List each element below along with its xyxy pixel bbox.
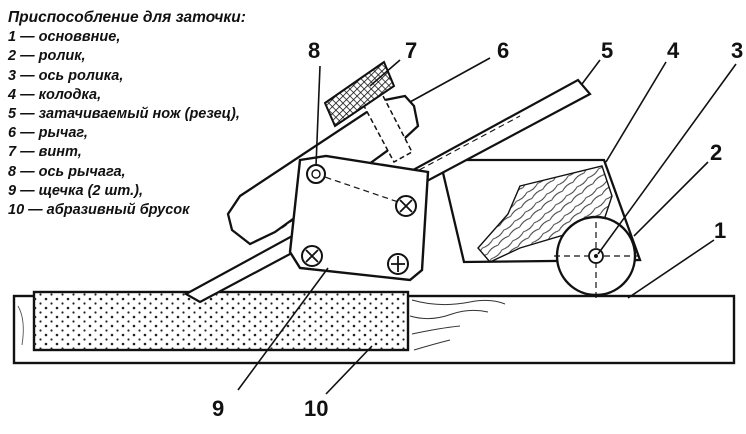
- callout-10: 10: [304, 396, 329, 421]
- lever-axis-8: [306, 164, 326, 184]
- legend-item-1: 1 — основвние,: [8, 29, 121, 46]
- callout-4: 4: [667, 38, 680, 63]
- legend-item-5: 5 — затачиваемый нож (резец),: [8, 106, 240, 123]
- legend-item-7: 7 — винт,: [8, 144, 82, 161]
- callout-9: 9: [212, 396, 225, 421]
- callout-8: 8: [308, 38, 321, 63]
- leader-lines: [237, 57, 737, 395]
- legend-item-9: 9 — щечка (2 шт.),: [8, 182, 143, 199]
- callout-1: 1: [714, 218, 727, 243]
- legend: Приспособление для заточки: 1 — основвни…: [8, 8, 246, 220]
- callout-5: 5: [601, 38, 614, 63]
- legend-title: Приспособление для заточки:: [8, 9, 246, 26]
- legend-item-6: 6 — рычаг,: [8, 125, 88, 142]
- cheek-screws: [301, 195, 417, 275]
- callout-7: 7: [405, 38, 418, 63]
- callout-2: 2: [710, 140, 723, 165]
- cheek-9: [288, 154, 430, 282]
- callout-6: 6: [497, 38, 510, 63]
- abrasive-block-10: [32, 290, 410, 352]
- screw-7: [323, 60, 414, 164]
- callout-3: 3: [731, 38, 744, 63]
- legend-item-2: 2 — ролик,: [8, 48, 86, 65]
- legend-item-4: 4 — колодка,: [8, 86, 102, 103]
- legend-item-10: 10 — абразивный брусок: [8, 202, 190, 219]
- legend-item-8: 8 — ось рычага,: [8, 163, 126, 180]
- legend-item-3: 3 — ось ролика,: [8, 67, 124, 84]
